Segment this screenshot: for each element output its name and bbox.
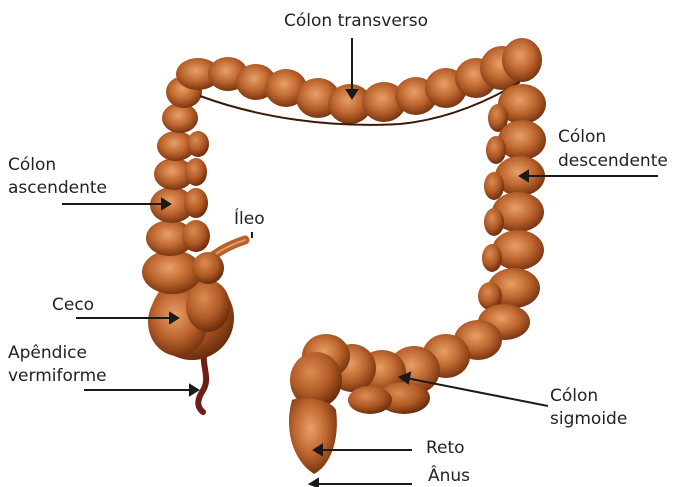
label-colon-descendente-line2: descendente <box>558 150 668 172</box>
label-anus: Ânus <box>428 465 470 487</box>
label-colon-descendente-line1: Cólon <box>558 126 606 148</box>
label-colon-ascendente-line1: Cólon <box>8 154 56 176</box>
label-colon-transverso: Cólon transverso <box>284 10 428 32</box>
label-reto: Reto <box>426 437 465 459</box>
label-apendice-line1: Apêndice <box>8 342 87 364</box>
descending-colon-shape <box>478 84 546 340</box>
transverse-colon-shape <box>176 38 542 125</box>
label-colon-sigmoide-line2: sigmoide <box>550 408 627 430</box>
label-ceco: Ceco <box>52 294 94 316</box>
rectum-shape <box>289 352 342 474</box>
label-ileo: Íleo <box>234 208 265 230</box>
label-apendice-line2: vermiforme <box>8 365 107 387</box>
label-colon-sigmoide-line1: Cólon <box>550 385 598 407</box>
label-colon-ascendente-line2: ascendente <box>8 177 107 199</box>
